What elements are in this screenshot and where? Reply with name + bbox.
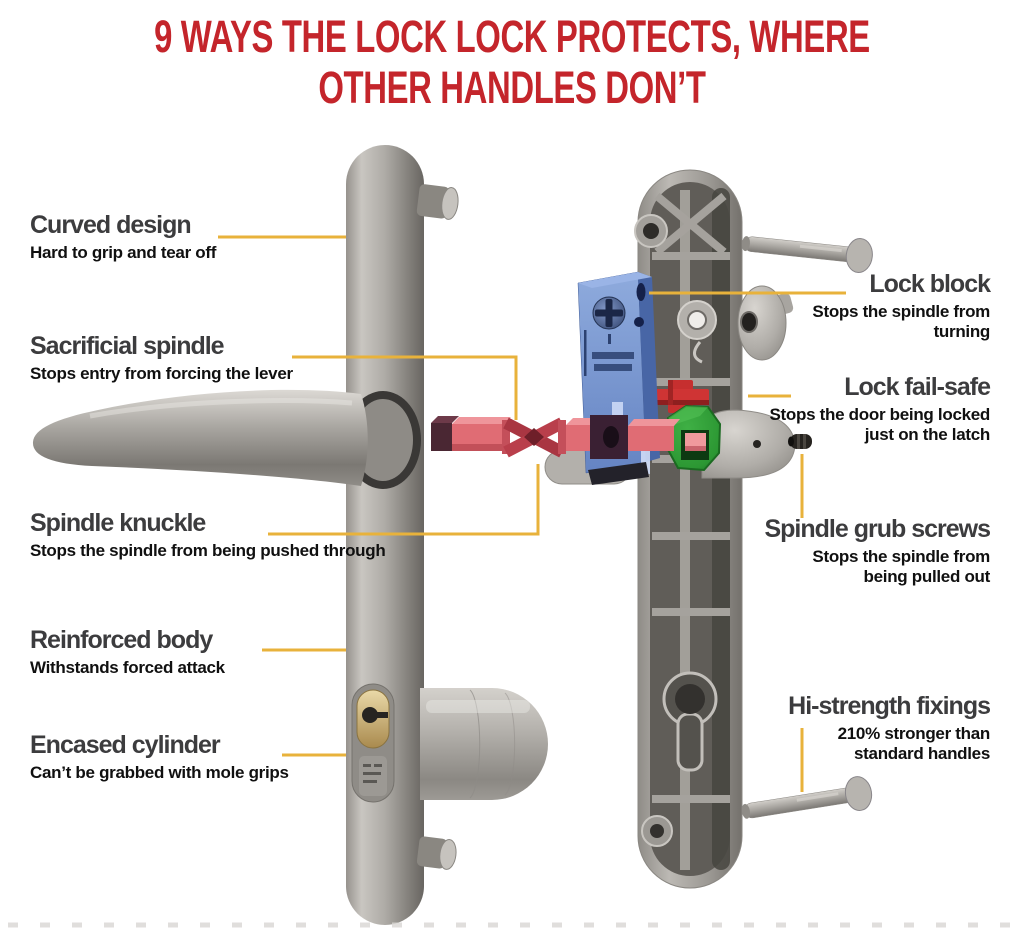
callout-caption: Stops the spindle from being pulled out bbox=[812, 547, 990, 587]
title-line-2: OTHER HANDLES DON’T bbox=[318, 61, 706, 113]
callout-heading: Spindle knuckle bbox=[30, 509, 206, 537]
callout-caption: Hard to grip and tear off bbox=[30, 243, 217, 262]
callout-lock-fail-safe: Lock fail-safe Stops the door being lock… bbox=[750, 373, 991, 445]
callout-heading: Lock fail-safe bbox=[844, 373, 991, 401]
callout-curved-design: Curved design Hard to grip and tear off bbox=[30, 211, 216, 263]
callout-reinforced-body: Reinforced body Withstands forced attack bbox=[30, 626, 225, 678]
callout-heading: Encased cylinder bbox=[30, 731, 221, 759]
callout-heading: Spindle grub screws bbox=[764, 515, 991, 543]
callout-sacrificial-spindle: Sacrificial spindle Stops entry from for… bbox=[30, 332, 293, 384]
callout-caption: Stops entry from forcing the lever bbox=[30, 364, 293, 383]
callout-heading: Lock block bbox=[869, 270, 991, 298]
rear-plate-top-hole bbox=[634, 214, 668, 248]
fixing-bolt-top bbox=[741, 236, 873, 273]
callout-heading: Hi-strength fixings bbox=[788, 692, 991, 720]
sacrificial-spindle bbox=[431, 415, 680, 459]
callout-caption: 210% stronger than standard handles bbox=[837, 724, 991, 764]
lock-block-screw bbox=[592, 296, 626, 330]
front-handle-plate bbox=[32, 145, 548, 925]
callout-caption: Stops the spindle from being pushed thro… bbox=[30, 541, 386, 560]
callout-caption: Can’t be grabbed with mole grips bbox=[30, 763, 289, 782]
spindle-end-cap bbox=[737, 285, 794, 361]
spindle-grub-screw bbox=[788, 434, 812, 449]
callout-encased-cylinder: Encased cylinder Can’t be grabbed with m… bbox=[30, 731, 289, 783]
keyhole bbox=[351, 683, 395, 803]
rear-plate-bottom-hole bbox=[641, 815, 673, 847]
callout-heading: Curved design bbox=[30, 211, 192, 239]
euro-cylinder-body bbox=[420, 688, 548, 800]
callout-hi-strength-fixings: Hi-strength fixings 210% stronger than s… bbox=[788, 692, 991, 764]
leader-sacrificial-spindle bbox=[292, 355, 518, 420]
callout-caption: Withstands forced attack bbox=[30, 658, 225, 677]
leader-spindle-knuckle bbox=[268, 464, 540, 536]
spindle-tip bbox=[685, 433, 706, 450]
page-title: 9 WAYS THE LOCK LOCK PROTECTS, WHERE OTH… bbox=[138, 11, 886, 114]
callout-heading: Reinforced body bbox=[30, 626, 213, 654]
fixing-bolt-bottom bbox=[741, 776, 873, 819]
callout-lock-block: Lock block Stops the spindle from turnin… bbox=[790, 270, 991, 342]
callout-spindle-knuckle: Spindle knuckle Stops the spindle from b… bbox=[30, 509, 386, 561]
spindle-hub bbox=[590, 415, 628, 459]
plate-top-peg bbox=[416, 184, 459, 220]
plate-bottom-peg bbox=[416, 836, 457, 870]
spindle-grub-screw-block bbox=[664, 404, 722, 472]
lock-fail-safe-cam bbox=[652, 380, 709, 413]
callout-caption: Stops the spindle from turning bbox=[812, 302, 990, 342]
spindle-knuckle-joint bbox=[502, 417, 566, 458]
callout-caption: Stops the door being locked just on the … bbox=[769, 405, 991, 445]
title-line-1: 9 WAYS THE LOCK LOCK PROTECTS, WHERE bbox=[154, 11, 870, 62]
door-lever-handle bbox=[32, 389, 368, 486]
callout-heading: Sacrificial spindle bbox=[30, 332, 225, 360]
rear-plate-cylinder-cutout bbox=[662, 671, 718, 772]
rear-plate-spindle-boss bbox=[677, 300, 717, 364]
callout-spindle-grub-screws: Spindle grub screws Stops the spindle fr… bbox=[764, 515, 991, 587]
